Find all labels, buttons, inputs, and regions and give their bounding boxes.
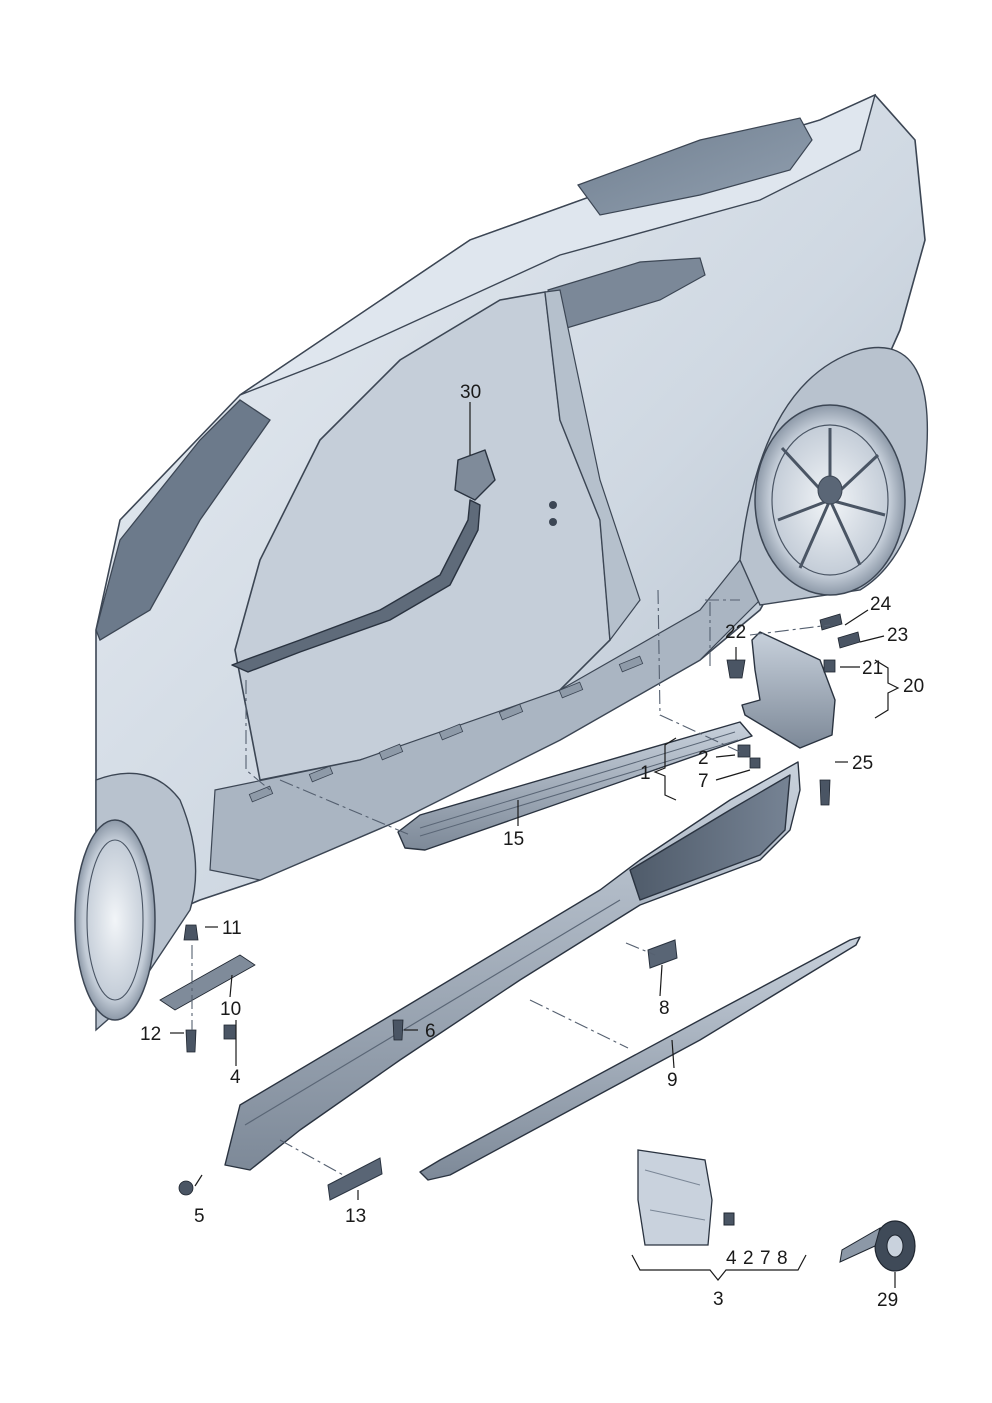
callout-9: 9	[667, 1070, 678, 1091]
callout-1: 1	[640, 763, 651, 784]
callout-24: 24	[870, 594, 892, 615]
screw-23	[837, 631, 861, 649]
pillar-hole	[549, 518, 557, 526]
callout-2: 2	[698, 748, 709, 769]
part-20-splash-guard	[741, 631, 836, 749]
kit-label-4: 4	[726, 1248, 737, 1269]
callout-11: 11	[222, 918, 242, 939]
callout-labels: 30 15 11 10 12 4 5 6 8 9 13 1 2 7 25 24 …	[140, 382, 924, 1311]
clip-22	[726, 659, 746, 679]
inner-sill	[209, 558, 761, 881]
part-3-repair-kit	[637, 1149, 735, 1246]
part-29-tape-roll	[839, 1220, 916, 1272]
part-30-pillar-trim	[231, 449, 496, 673]
front-wheel	[74, 819, 156, 1021]
sill-clip-holes	[248, 655, 644, 803]
callout-8: 8	[659, 998, 670, 1019]
kit-label-2: 2	[743, 1248, 754, 1269]
part-8-pad	[647, 939, 678, 969]
callout-23: 23	[887, 625, 908, 646]
part-13-pad	[327, 1157, 383, 1201]
clip-11	[183, 924, 199, 941]
callout-20: 20	[903, 676, 924, 697]
callout-22: 22	[725, 622, 746, 643]
screw-5	[178, 1180, 194, 1196]
bracket-10	[159, 954, 256, 1011]
assembly-lines	[191, 589, 831, 1177]
screw-24	[819, 613, 843, 631]
nut-4	[223, 1024, 237, 1040]
callout-21: 21	[862, 658, 883, 679]
pillar-hole	[549, 501, 557, 509]
callout-12: 12	[140, 1024, 161, 1045]
part-strip-lower	[419, 936, 861, 1181]
screw-25	[819, 779, 831, 806]
clip-2	[737, 744, 751, 758]
callout-3: 3	[713, 1289, 724, 1310]
callout-15: 15	[503, 829, 524, 850]
callout-25: 25	[852, 753, 873, 774]
callout-29: 29	[877, 1290, 898, 1311]
rear-roof-glass	[577, 117, 813, 216]
b-pillar	[544, 289, 641, 642]
callout-4: 4	[230, 1067, 241, 1088]
callout-6: 6	[425, 1021, 436, 1042]
clip-6	[392, 1019, 404, 1041]
front-window	[95, 399, 271, 641]
clip-7	[749, 757, 761, 769]
leader-lines	[170, 402, 900, 1288]
screw-12	[185, 1029, 197, 1053]
callout-7: 7	[698, 771, 709, 792]
callout-10: 10	[220, 999, 241, 1020]
kit-label-7: 7	[760, 1248, 771, 1269]
kit-label-8: 8	[777, 1248, 788, 1269]
rear-wheel	[754, 404, 906, 596]
callout-13: 13	[345, 1206, 366, 1227]
callout-30: 30	[460, 382, 481, 403]
part-9-rocker-panel	[224, 761, 801, 1171]
callout-5: 5	[194, 1206, 205, 1227]
kit-nut	[723, 1212, 735, 1226]
part-15-sill-trim	[397, 721, 753, 851]
nut-21	[823, 659, 836, 673]
vehicle-body	[74, 93, 929, 1032]
